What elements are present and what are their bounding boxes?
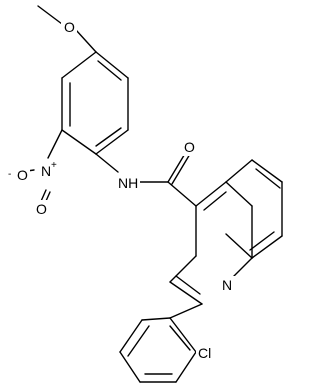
nitro-oxygen-bottom-label: O xyxy=(36,201,47,217)
methoxy-oxygen-label: O xyxy=(64,19,75,35)
atom-labels: O N + O - O NH O N Cl xyxy=(8,18,235,362)
nitro-oxygen-charge-label: - xyxy=(8,169,11,180)
bond-lines xyxy=(19,5,283,383)
amide-nh-label: NH xyxy=(118,175,138,191)
quinoline-nitrogen-label: N xyxy=(222,277,232,293)
nitro-charge-label: + xyxy=(51,160,57,171)
chlorine-label: Cl xyxy=(198,345,211,361)
carbonyl-oxygen-label: O xyxy=(184,139,195,155)
nitro-nitrogen-label: N xyxy=(41,163,51,179)
nitro-oxygen-left-label: O xyxy=(17,167,28,183)
